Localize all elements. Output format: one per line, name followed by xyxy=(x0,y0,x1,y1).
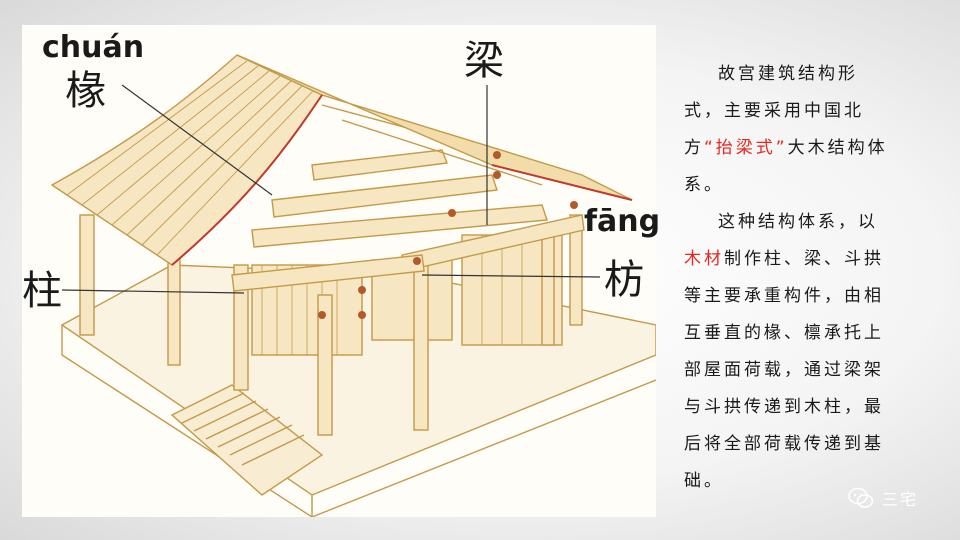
zhu-char-label: 柱 xyxy=(22,268,62,314)
wechat-icon xyxy=(848,487,874,508)
paragraph-2-text-a: 这种结构体系，以 xyxy=(718,212,878,232)
chuan-char-label: 椽 xyxy=(66,68,106,114)
paragraph-2-text-b: 制作柱、梁、斗拱等主要承重构件，由相互垂直的椽、檩承托上部屋面荷载，通过梁架与斗… xyxy=(684,249,884,491)
description-text: 故宫建筑结构形式，主要采用中国北方“抬梁式”大木结构体系。 这种结构体系，以木材… xyxy=(684,56,894,500)
chuan-pinyin-label: chuán xyxy=(42,30,145,65)
paragraph-1-text-a: 故宫建筑结构形式，主要采用中国北方 xyxy=(684,64,864,158)
paragraph-2: 这种结构体系，以木材制作柱、梁、斗拱等主要承重构件，由相互垂直的椽、檩承托上部屋… xyxy=(684,204,894,500)
brand-watermark: 三宅 xyxy=(848,487,918,509)
paragraph-1-highlight: “抬梁式” xyxy=(704,138,788,158)
brand-name: 三宅 xyxy=(882,490,919,509)
fang-char-label: 枋 xyxy=(604,257,644,303)
architecture-illustration: chuán 椽 梁 fāng 枋 柱 xyxy=(22,25,660,517)
paragraph-1: 故宫建筑结构形式，主要采用中国北方“抬梁式”大木结构体系。 xyxy=(684,56,894,204)
fang-pinyin-label: fāng xyxy=(584,204,661,239)
timber-structure-drawing xyxy=(50,54,656,517)
liang-char-label: 梁 xyxy=(464,38,504,84)
paragraph-2-highlight: 木材 xyxy=(684,249,724,269)
paragraph-1-text-b: 大木结构体系。 xyxy=(684,138,888,195)
